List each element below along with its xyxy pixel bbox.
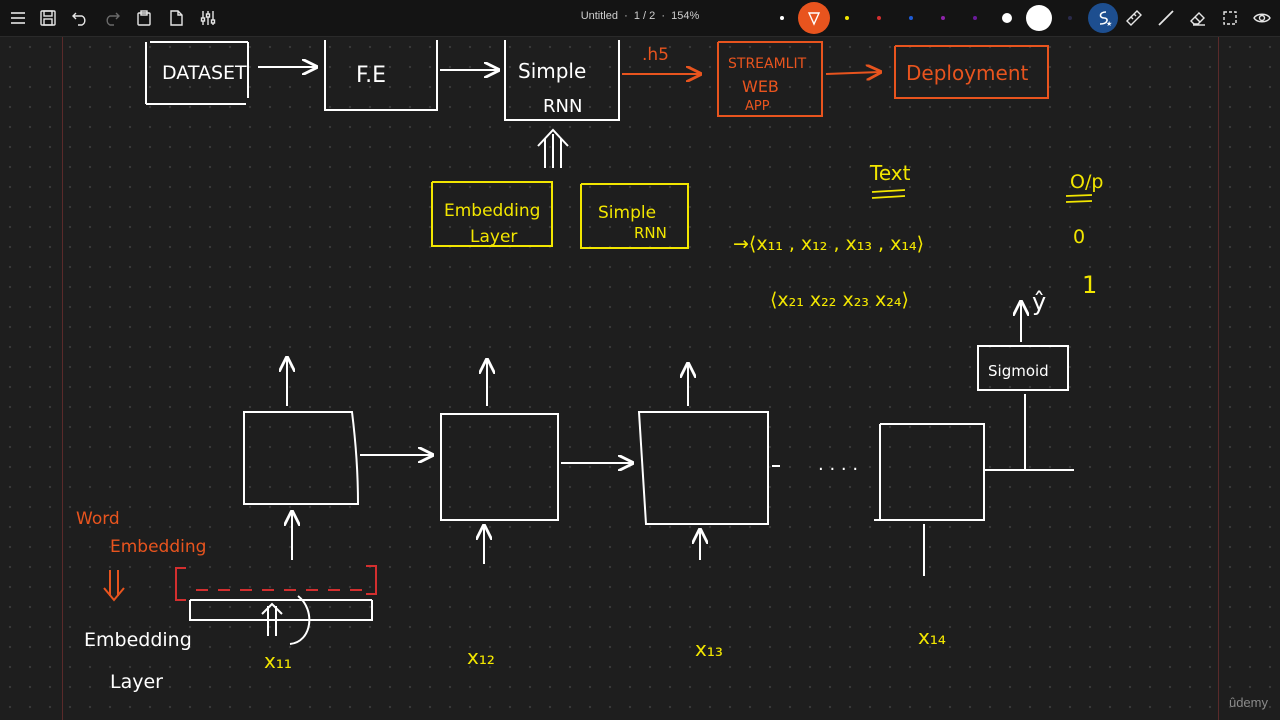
- new-page-icon[interactable]: [164, 6, 188, 30]
- continuation-dots: . . . .: [818, 454, 858, 475]
- ruler-icon[interactable]: [1122, 6, 1146, 30]
- output-header: O/p: [1070, 171, 1103, 193]
- streamlit-label-1: STREAMLIT: [728, 56, 807, 72]
- dataset-label: DATASET: [162, 62, 247, 84]
- simple-rnn-box: [504, 40, 620, 121]
- input-label-2: x₁₂: [467, 645, 495, 669]
- color-red[interactable]: [877, 16, 881, 20]
- streamlit-box: [717, 41, 823, 117]
- sigmoid-box: [977, 345, 1069, 391]
- save-icon[interactable]: [36, 6, 60, 30]
- text-row-2: ⟨x₂₁ x₂₂ x₂₃ x₂₄⟩: [770, 289, 909, 311]
- page-left-edge: [62, 37, 63, 720]
- rnn-cell-2: [440, 413, 559, 521]
- embedding-layer-box: [431, 181, 553, 247]
- embedding-box-label-1: Embedding: [444, 201, 540, 221]
- word-embedding-dashed-box: [175, 565, 377, 601]
- rnn-cell-4: [874, 423, 985, 521]
- color-navy[interactable]: [1068, 16, 1072, 20]
- simple-rnn-label-1: Simple: [518, 59, 586, 83]
- streamlit-label-3: APP: [745, 99, 770, 114]
- page-indicator[interactable]: 1 / 2: [633, 10, 656, 22]
- top-toolbar: Untitled · 1 / 2 · 154% ★: [0, 0, 1280, 37]
- output-row-2: 1: [1082, 271, 1097, 299]
- component-simple-rnn-box: [580, 183, 689, 249]
- deployment-label: Deployment: [906, 61, 1028, 85]
- menu-icon[interactable]: [6, 6, 30, 30]
- color-purple[interactable]: [941, 16, 945, 20]
- small-dot-white[interactable]: [780, 16, 784, 20]
- clipboard-icon[interactable]: [132, 6, 156, 30]
- zoom-level[interactable]: 154%: [671, 10, 700, 22]
- component-rnn-label-1: Simple: [598, 203, 656, 223]
- color-blue[interactable]: [909, 16, 913, 20]
- stroke-size-large[interactable]: [1026, 5, 1052, 31]
- eraser-icon[interactable]: [1186, 6, 1210, 30]
- rnn-cell-1: [243, 411, 360, 505]
- pen-color-orange-active[interactable]: [798, 2, 830, 34]
- deployment-box: [894, 45, 1049, 99]
- whiteboard-canvas[interactable]: [0, 37, 1280, 720]
- embedding-double-arrow: [261, 602, 283, 636]
- sigmoid-label: Sigmoid: [988, 362, 1049, 380]
- stroke-size-medium[interactable]: [1002, 13, 1012, 23]
- simple-rnn-label-2: RNN: [543, 96, 582, 117]
- embedding-curve-arrow: [289, 595, 311, 645]
- redo-icon[interactable]: [100, 6, 124, 30]
- color-yellow[interactable]: [845, 16, 849, 20]
- page-right-edge: [1218, 37, 1219, 720]
- fe-label: F.E: [356, 63, 386, 88]
- h5-label: .h5: [642, 45, 669, 65]
- word-embedding-down-arrow: [103, 570, 125, 602]
- double-arrow-up: [537, 128, 569, 168]
- component-rnn-label-2: RNN: [634, 224, 667, 242]
- input-label-3: x₁₃: [695, 637, 723, 661]
- embedding-layer-note-1: Embedding: [84, 629, 192, 651]
- text-row-1: →⟨x₁₁ , x₁₂ , x₁₃ , x₁₄⟩: [733, 233, 924, 255]
- text-header: Text: [869, 161, 911, 185]
- settings-sliders-icon[interactable]: [196, 6, 220, 30]
- svg-text:★: ★: [1106, 20, 1112, 27]
- y-hat-label: ŷ: [1032, 288, 1046, 316]
- word-embedding-note-2: Embedding: [110, 537, 206, 557]
- fe-box: [324, 40, 438, 111]
- doc-name[interactable]: Untitled: [580, 10, 618, 22]
- embedding-layer-note-2: Layer: [110, 671, 163, 693]
- embedding-box-label-2: Layer: [470, 227, 517, 247]
- output-row-1: 0: [1073, 226, 1085, 248]
- selection-icon[interactable]: [1218, 6, 1242, 30]
- streamlit-label-2: WEB: [742, 77, 779, 96]
- dataset-box: [145, 41, 249, 105]
- view-eye-icon[interactable]: [1250, 6, 1274, 30]
- arrow-streamlit-deploy: [825, 72, 880, 74]
- line-tool-icon[interactable]: [1154, 6, 1178, 30]
- embedding-layer-bar: [189, 599, 373, 621]
- color-dark-purple[interactable]: [973, 16, 977, 20]
- rnn-cell-3: [637, 411, 769, 525]
- input-label-4: x₁₄: [918, 625, 946, 649]
- udemy-watermark: ûdemy: [1228, 695, 1268, 710]
- undo-icon[interactable]: [68, 6, 92, 30]
- shape-recognition-icon[interactable]: ★: [1088, 3, 1118, 33]
- input-label-1: x₁₁: [264, 649, 292, 673]
- word-embedding-note-1: Word: [76, 509, 120, 529]
